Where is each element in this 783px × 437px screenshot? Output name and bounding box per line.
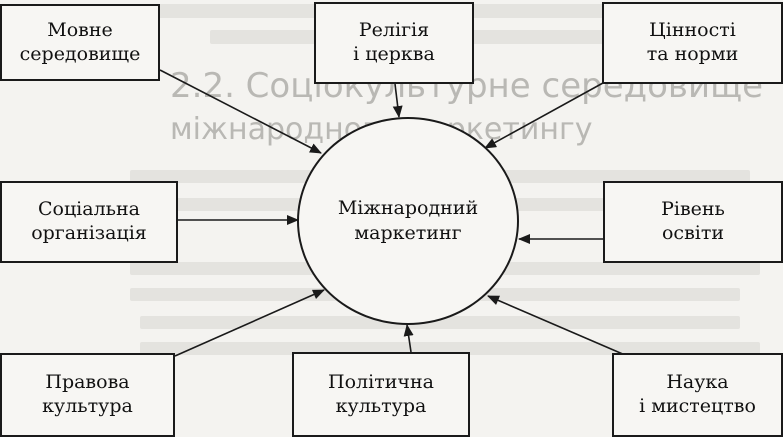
factor-political-culture-label: Політична культура bbox=[328, 370, 434, 417]
arrow-values bbox=[484, 77, 613, 149]
arrow-legal bbox=[174, 289, 325, 357]
factor-social-organization: Соціальна організація bbox=[0, 181, 178, 263]
center-node-international-marketing: Міжнародний маркетинг bbox=[297, 117, 519, 325]
factor-religion-label: Релігія і церква bbox=[353, 19, 435, 65]
factor-education-level: Рівень освіти bbox=[603, 181, 783, 263]
factor-social-organization-label: Соціальна організація bbox=[31, 198, 147, 244]
factor-legal-culture: Правова культура bbox=[0, 353, 175, 437]
arrow-political bbox=[403, 324, 414, 353]
factor-political-culture: Політична культура bbox=[292, 352, 470, 437]
arrow-language bbox=[159, 69, 322, 154]
arrow-religion bbox=[392, 83, 403, 118]
factor-education-level-label: Рівень освіти bbox=[661, 198, 725, 244]
factor-science-art: Наука і мистецтво bbox=[612, 353, 783, 437]
center-node-label: Міжнародний маркетинг bbox=[337, 197, 479, 244]
factor-values-label: Цінності та норми bbox=[646, 19, 739, 65]
factor-science-art-label: Наука і мистецтво bbox=[639, 371, 756, 417]
factor-language-label: Мовне середовище bbox=[19, 18, 141, 65]
factor-religion: Релігія і церква bbox=[314, 2, 474, 84]
factor-language: Мовне середовище bbox=[0, 4, 160, 81]
arrow-science bbox=[487, 295, 633, 359]
factor-legal-culture-label: Правова культура bbox=[42, 371, 133, 417]
factor-values: Цінності та норми bbox=[602, 2, 783, 84]
